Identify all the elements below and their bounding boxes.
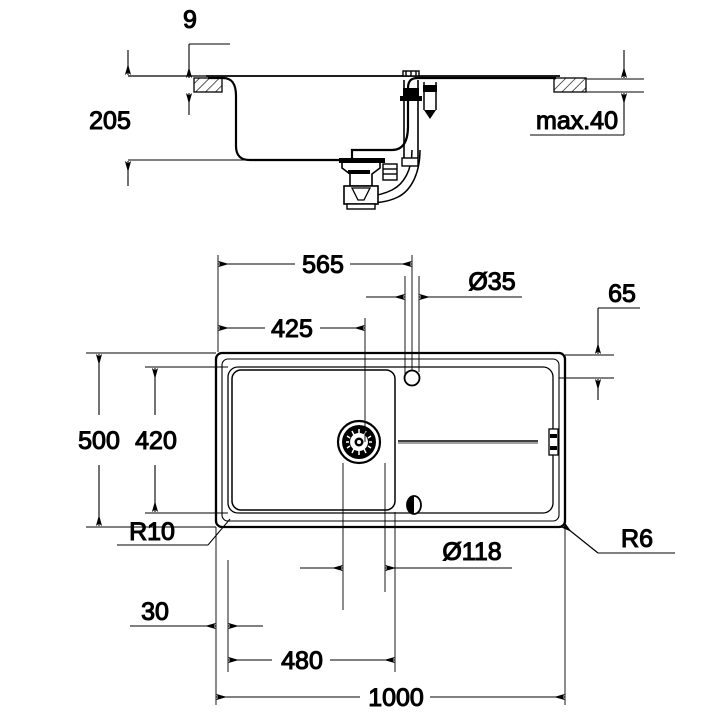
dimension-label-dia118: Ø118 [442, 538, 501, 566]
dimension-label-480: 480 [281, 647, 323, 675]
drain-strainer [336, 419, 382, 465]
dimension-label-420: 420 [135, 427, 177, 455]
sink-bowl-section-left [208, 76, 330, 162]
dimension-65: 65 [559, 279, 640, 400]
dimension-label-1000: 1000 [368, 684, 424, 712]
dimension-480: 480 [228, 512, 396, 676]
overflow-opening [406, 495, 422, 515]
dimension-r6: R6 [561, 522, 675, 554]
dimension-label-205: 205 [89, 107, 131, 135]
sink-outer-outline [214, 351, 567, 529]
dimension-r10: R10 [117, 517, 231, 547]
sink-rim-inner-line [221, 358, 560, 522]
dimension-500: 500 [78, 352, 216, 528]
dimension-dia118: Ø118 [300, 463, 512, 610]
dimension-dia35: Ø35 [366, 267, 522, 376]
sink-cutout-outline [227, 366, 554, 514]
dimension-565: 565 [217, 250, 413, 370]
dimension-425: 425 [218, 314, 366, 442]
waste-assembly-detail [339, 70, 437, 210]
section-view-group: 9 205 max.40 [89, 5, 644, 210]
dimension-label-9: 9 [183, 6, 197, 34]
worktop-hatch-block [193, 77, 223, 93]
sink-bowl-section-right [330, 76, 556, 162]
dimension-label-r10: R10 [129, 518, 175, 546]
dimension-205: 205 [89, 50, 250, 186]
dimension-label-425: 425 [271, 315, 313, 343]
worktop-hatch-block-right [553, 77, 587, 93]
dimension-9: 9 [182, 5, 230, 115]
dimension-30: 30 [130, 527, 263, 705]
dimension-420: 420 [135, 366, 228, 514]
tap-hole-circle [403, 369, 421, 387]
dimension-1000: 1000 [216, 527, 566, 713]
plan-view-group: 565 425 Ø35 [78, 250, 675, 713]
dimension-label-565: 565 [302, 251, 344, 279]
dimension-label-500: 500 [78, 427, 120, 455]
sink-bowl-outline [231, 369, 396, 511]
dimension-label-r6: R6 [621, 525, 653, 553]
dimension-max40: max.40 [530, 50, 628, 136]
dimension-label-30: 30 [141, 598, 169, 626]
rim-clip-detail [548, 428, 559, 456]
dimension-label-max40: max.40 [536, 107, 618, 135]
dimension-label-dia35: Ø35 [468, 268, 515, 296]
dimension-label-65: 65 [608, 280, 636, 308]
